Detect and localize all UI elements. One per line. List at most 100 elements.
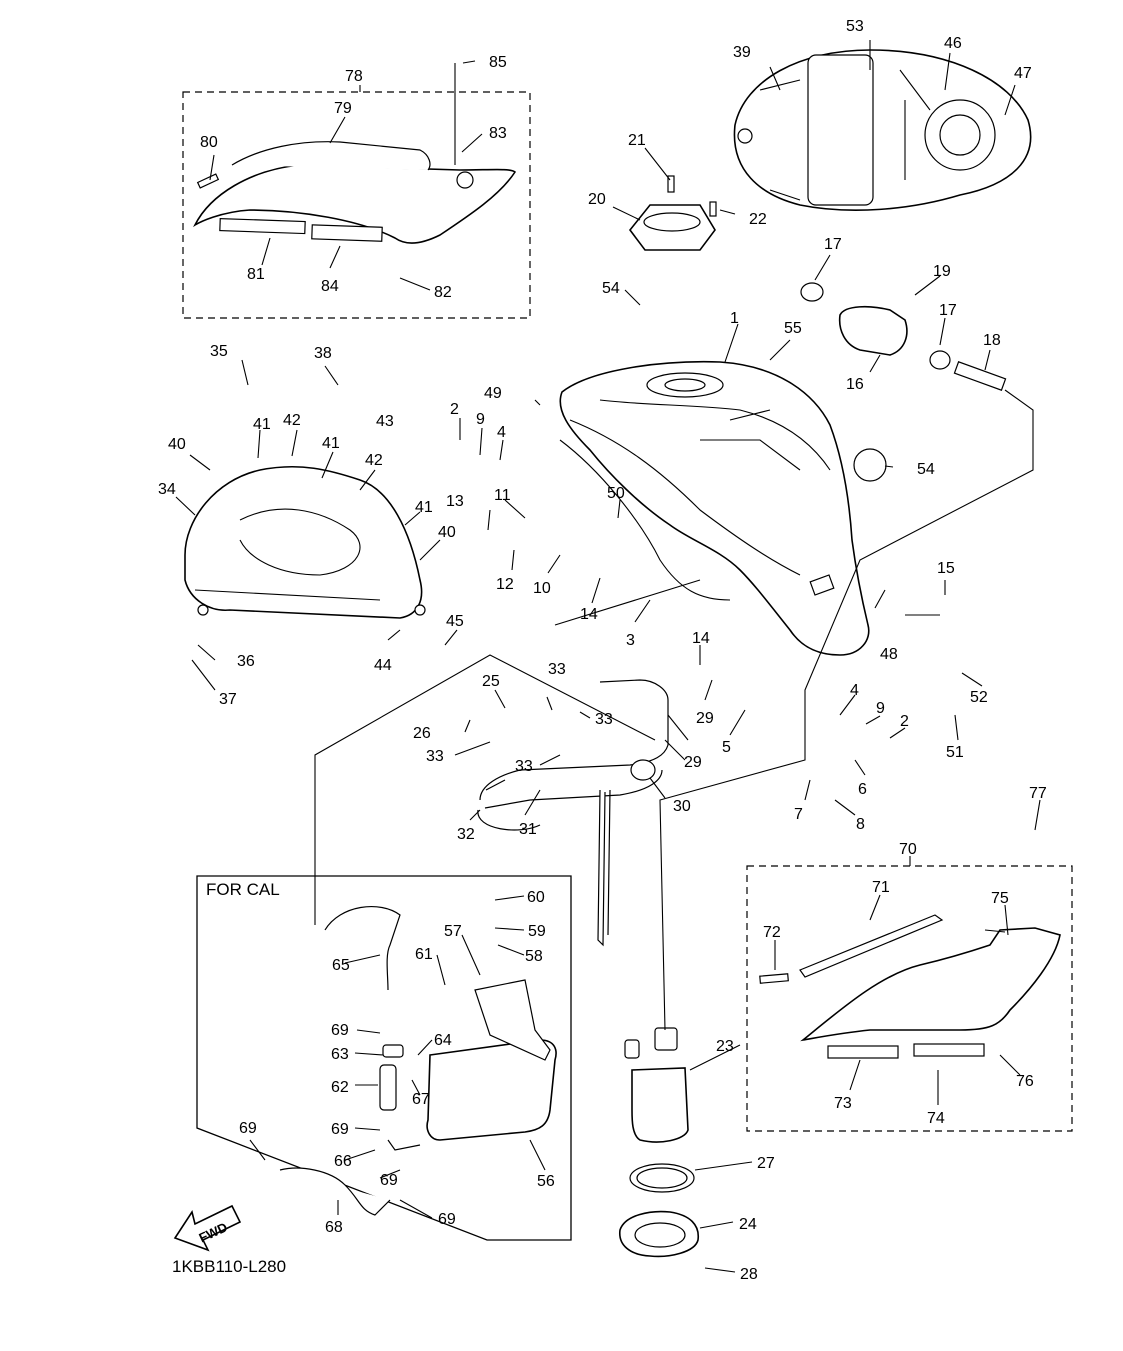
callout-85: 85 — [489, 54, 507, 71]
callout-14: 14 — [580, 606, 598, 623]
callout-39: 39 — [733, 44, 751, 61]
leader-lines — [175, 40, 1041, 1273]
fuel-pump-assembly — [619, 1027, 699, 1258]
callout-40: 40 — [168, 436, 186, 453]
callout-1: 1 — [730, 310, 739, 327]
callout-2: 2 — [450, 401, 459, 418]
canister-assembly — [279, 906, 557, 1216]
callout-54: 54 — [917, 461, 935, 478]
callout-42: 42 — [283, 412, 301, 429]
callout-51: 51 — [946, 744, 964, 761]
callout-83: 83 — [489, 125, 507, 142]
callout-68: 68 — [325, 1219, 343, 1236]
callout-11: 11 — [494, 487, 511, 504]
callout-29: 29 — [696, 710, 714, 727]
callout-5: 5 — [722, 739, 731, 756]
callout-70: 70 — [899, 841, 917, 858]
fuel-tank — [559, 360, 870, 656]
callout-58: 58 — [525, 948, 543, 965]
callout-20: 20 — [588, 191, 606, 208]
callout-62: 62 — [331, 1079, 349, 1096]
callout-33: 33 — [426, 748, 444, 765]
callout-23: 23 — [716, 1038, 734, 1055]
callout-46: 46 — [944, 35, 962, 52]
callout-25: 25 — [482, 673, 500, 690]
callout-19: 19 — [933, 263, 951, 280]
callout-45: 45 — [446, 613, 464, 630]
callout-41: 41 — [415, 499, 433, 516]
callout-30: 30 — [673, 798, 691, 815]
callout-47: 47 — [1014, 65, 1032, 82]
callout-44: 44 — [374, 657, 392, 674]
callout-36: 36 — [237, 653, 255, 670]
callout-37: 37 — [219, 691, 237, 708]
callout-9: 9 — [476, 411, 485, 428]
callout-69: 69 — [331, 1121, 349, 1138]
callout-52: 52 — [970, 689, 988, 706]
callout-35: 35 — [210, 343, 228, 360]
callout-55: 55 — [784, 320, 802, 337]
frame-rail-assembly — [477, 679, 669, 947]
callout-38: 38 — [314, 345, 332, 362]
callout-28: 28 — [740, 1266, 758, 1283]
callout-4: 4 — [497, 424, 506, 441]
callout-69: 69 — [438, 1211, 456, 1228]
callout-78: 78 — [345, 68, 363, 85]
callout-73: 73 — [834, 1095, 852, 1112]
callout-9: 9 — [876, 700, 885, 717]
callout-77: 77 — [1029, 785, 1047, 802]
callout-64: 64 — [434, 1032, 452, 1049]
for-cal-box — [196, 875, 572, 1241]
callout-33: 33 — [548, 661, 566, 678]
callout-40: 40 — [438, 524, 456, 541]
callout-66: 66 — [334, 1153, 352, 1170]
callout-59: 59 — [528, 923, 546, 940]
callout-79: 79 — [334, 100, 352, 117]
callout-69: 69 — [380, 1172, 398, 1189]
callout-17: 17 — [824, 236, 842, 253]
forward-direction-arrow: FWD — [173, 1204, 242, 1252]
reference-code: 1KBB110-L280 — [172, 1257, 286, 1276]
callout-75: 75 — [991, 890, 1009, 907]
side-cover-71-assembly — [759, 914, 1061, 1059]
callout-81: 81 — [247, 266, 265, 283]
rollover-valve-assembly — [800, 282, 1007, 482]
callout-49: 49 — [484, 385, 502, 402]
for-cal-label: FOR CAL — [206, 880, 280, 899]
callout-71: 71 — [872, 879, 890, 896]
callout-67: 67 — [412, 1091, 430, 1108]
callout-15: 15 — [937, 560, 955, 577]
callout-10: 10 — [533, 580, 551, 597]
callout-4: 4 — [850, 682, 859, 699]
tank-under-view — [733, 49, 1032, 211]
callout-56: 56 — [537, 1173, 555, 1190]
callout-2: 2 — [900, 713, 909, 730]
callout-12: 12 — [496, 576, 514, 593]
callout-50: 50 — [607, 485, 625, 502]
callout-27: 27 — [757, 1155, 775, 1172]
side-cover-79 — [193, 141, 517, 244]
callout-43: 43 — [376, 413, 394, 430]
callout-8: 8 — [856, 816, 865, 833]
callout-80: 80 — [200, 134, 218, 151]
callout-61: 61 — [415, 946, 433, 963]
callout-21: 21 — [628, 132, 646, 149]
callout-6: 6 — [858, 781, 867, 798]
callout-41: 41 — [322, 435, 340, 452]
callout-16: 16 — [846, 376, 864, 393]
callout-29: 29 — [684, 754, 702, 771]
callout-69: 69 — [239, 1120, 257, 1137]
callout-34: 34 — [158, 481, 176, 498]
callout-57: 57 — [444, 923, 462, 940]
callout-72: 72 — [763, 924, 781, 941]
callout-24: 24 — [739, 1216, 757, 1233]
fuel-cap-assembly — [628, 175, 717, 251]
callout-31: 31 — [519, 821, 537, 838]
callout-54: 54 — [602, 280, 620, 297]
callout-13: 13 — [446, 493, 464, 510]
callout-48: 48 — [880, 646, 898, 663]
callout-33: 33 — [595, 711, 613, 728]
side-cover-kit-box-78 — [182, 91, 531, 319]
callout-60: 60 — [527, 889, 545, 906]
